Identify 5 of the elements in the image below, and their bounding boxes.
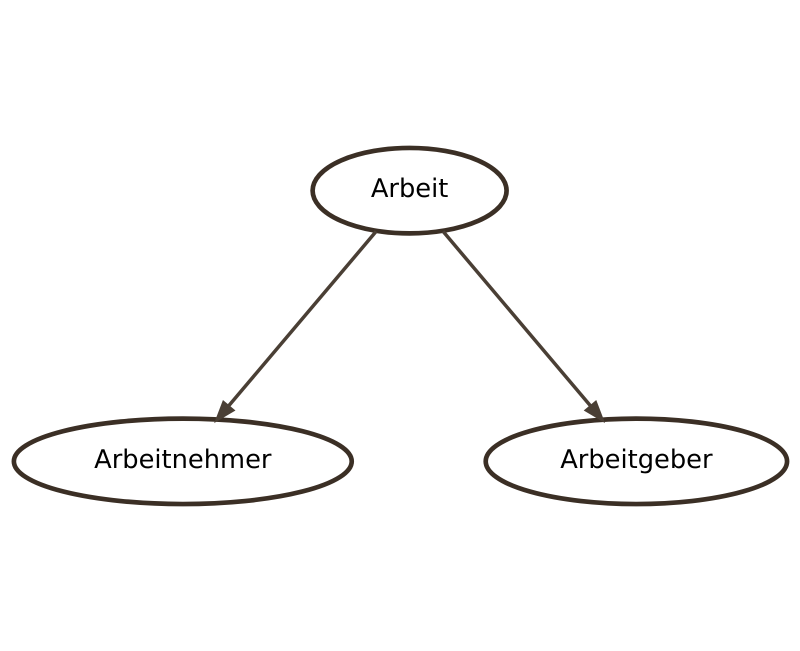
node-ellipse: Arbeitnehmer xyxy=(11,416,354,506)
arrow xyxy=(441,230,605,423)
node-ellipse: Arbeit xyxy=(310,145,508,236)
arrow xyxy=(214,230,377,423)
node-ellipse: Arbeitgeber xyxy=(482,416,789,506)
